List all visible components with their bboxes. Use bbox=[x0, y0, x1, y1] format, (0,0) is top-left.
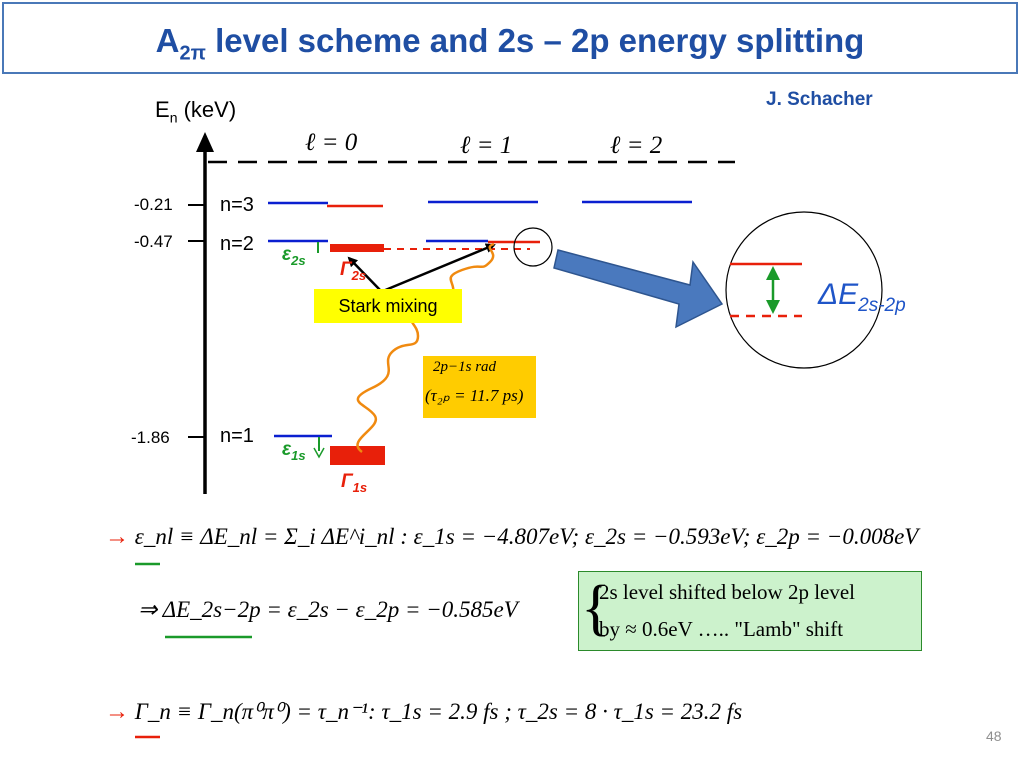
author: J. Schacher bbox=[766, 89, 873, 110]
zoom-source-circle bbox=[513, 227, 553, 267]
title-box: A2π level scheme and 2s – 2p energy spli… bbox=[2, 2, 1018, 74]
delta-e-label: ΔE2s-2p bbox=[818, 278, 906, 316]
equation-delta-e: ⇒ ΔE_2s−2p = ε_2s − ε_2p = −0.585eV bbox=[138, 597, 518, 623]
epsilon-2s-label: ε2s bbox=[282, 244, 306, 268]
zoom-circle bbox=[725, 211, 883, 369]
note-line-2: by ≈ 0.6eV ….. "Lamb" shift bbox=[599, 617, 844, 641]
tick-label-n1: -1.86 bbox=[131, 428, 170, 447]
level-2s-width-box bbox=[330, 244, 384, 252]
zoom-delta-arrowhead-bottom bbox=[766, 300, 780, 314]
level-1s-width-box bbox=[330, 446, 385, 465]
eps1s-arrowhead bbox=[313, 447, 325, 459]
gamma-1s-label: Γ1s bbox=[341, 471, 368, 495]
ell-label-2: ℓ = 2 bbox=[610, 132, 663, 159]
slide-title: A2π level scheme and 2s – 2p energy spli… bbox=[155, 22, 865, 65]
ell-label-1: ℓ = 1 bbox=[460, 132, 513, 159]
note-line-1: 2s level shifted below 2p level bbox=[599, 580, 856, 604]
ell-label-0: ℓ = 0 bbox=[305, 129, 358, 156]
level-label-n3: n=3 bbox=[220, 194, 254, 216]
page-number: 48 bbox=[986, 728, 1002, 744]
tick-label-n2: -0.47 bbox=[134, 232, 173, 251]
radiative-transition-line2: (τ₂ₚ = 11.7 ps) bbox=[425, 386, 524, 405]
level-label-n1: n=1 bbox=[220, 425, 254, 447]
zoom-delta-arrowhead-top bbox=[766, 266, 780, 280]
equation-3-text: Γ_n ≡ Γ_n(π⁰π⁰) = τ_n⁻¹: τ_1s = 2.9 fs ;… bbox=[134, 699, 743, 724]
radiative-photon-line bbox=[356, 242, 495, 454]
energy-axis-arrowhead bbox=[196, 132, 214, 152]
stark-arrow-right bbox=[382, 243, 496, 293]
equation-1-text: ε_nl ≡ ΔE_nl = Σ_i ΔE^i_nl : ε_1s = −4.8… bbox=[134, 524, 919, 549]
note-brace: { bbox=[581, 574, 611, 642]
level-label-n2: n=2 bbox=[220, 233, 254, 255]
gamma-2s-label: Γ2s bbox=[340, 259, 367, 283]
equation-widths: → Γ_n ≡ Γ_n(π⁰π⁰) = τ_n⁻¹: τ_1s = 2.9 fs… bbox=[105, 699, 742, 726]
equation-2-text: ⇒ ΔE_2s−2p = ε_2s − ε_2p = −0.585eV bbox=[138, 597, 518, 622]
arrow-marker-1: → bbox=[105, 524, 129, 550]
energy-axis-label: En (keV) bbox=[155, 97, 237, 126]
lamb-shift-note: { 2s level shifted below 2p level by ≈ 0… bbox=[578, 571, 922, 651]
zoom-arrow bbox=[553, 249, 724, 329]
equation-energy-shifts: → ε_nl ≡ ΔE_nl = Σ_i ΔE^i_nl : ε_1s = −4… bbox=[105, 524, 918, 551]
stark-arrow-left bbox=[347, 256, 383, 293]
stark-mixing-label: Stark mixing bbox=[314, 289, 462, 323]
radiative-transition-line1: 2p−1s rad bbox=[433, 359, 497, 375]
epsilon-1s-label: ε1s bbox=[282, 439, 306, 463]
arrow-marker-3: → bbox=[105, 699, 129, 725]
tick-label-n3: -0.21 bbox=[134, 195, 173, 214]
radiative-transition-box: 2p−1s rad (τ₂ₚ = 11.7 ps) bbox=[423, 356, 536, 418]
